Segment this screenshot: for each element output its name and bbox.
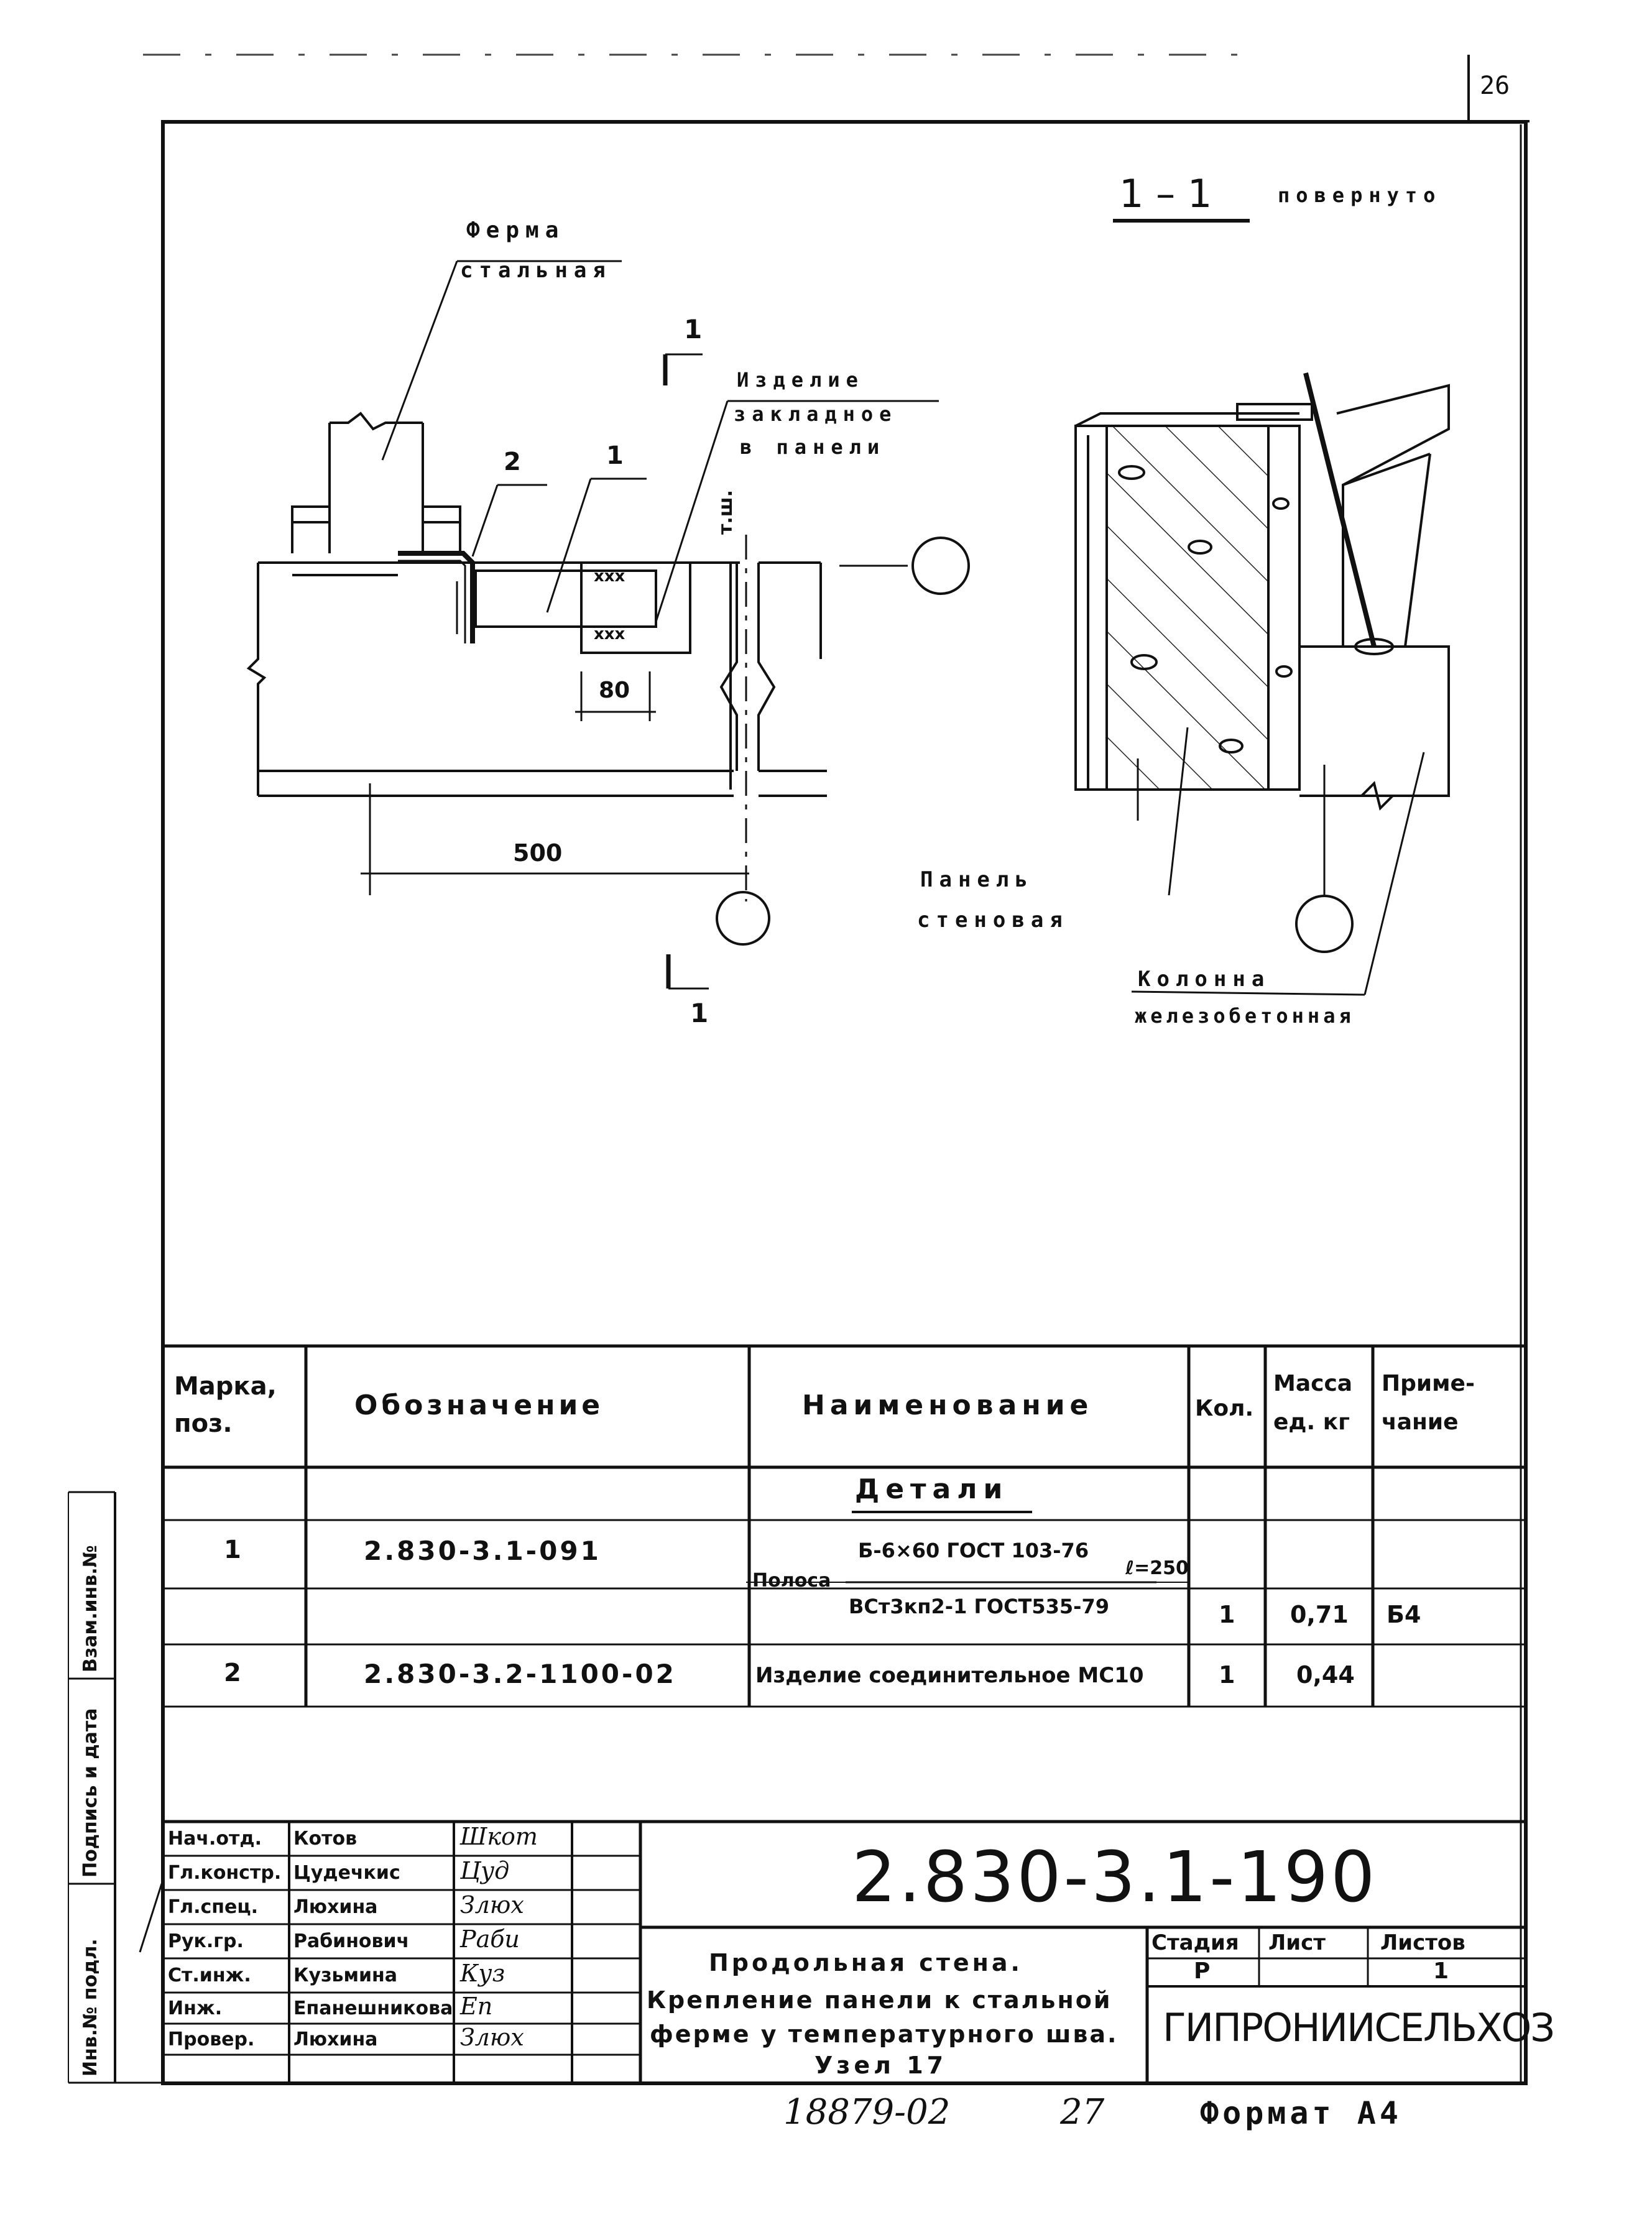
role-signature: Еп [460,1993,493,2020]
title-line-1: Продольная стена. [709,1949,1023,1976]
label-embed1: Изделие [737,368,864,392]
row1-name-top: Б-6×60 ГОСТ 103-76 [858,1539,1089,1562]
section-cut-bottom: 1 [690,998,709,1028]
role-signature: Злюх [460,2024,524,2051]
row2-qty: 1 [1219,1661,1235,1689]
header-name: Наименование [802,1390,1094,1421]
section-mark: 1 – 1 [1119,171,1212,216]
role-label: Гл.спец. [168,1896,258,1918]
footer-page: 27 [1060,2092,1105,2132]
row1-name-bottom: ВСт3кп2-1 ГОСТ535-79 [849,1595,1109,1618]
label-temp-joint: т.ш. [715,489,737,535]
role-person-name: Котов [293,1828,358,1850]
stamp-original-inv: Инв.№ подл. [80,1938,101,2076]
header-mass: Масса ед. кг [1273,1371,1353,1435]
spec-table-grid [163,1344,1526,1708]
sheet-label: Лист [1268,1930,1326,1955]
stamp-signature-date: Подпись и дата [80,1708,101,1878]
label-truss: Ферма [466,218,565,243]
label-embed2: закладное [734,402,898,426]
header-mark: Марка, поз. [174,1372,277,1438]
role-label: Нач.отд. [168,1828,262,1850]
role-label: Провер. [168,2029,255,2050]
label-column1: Колонна [1138,967,1271,992]
role-label: Гл.констр. [168,1862,282,1884]
role-signature: Шкот [460,1823,538,1850]
label-panel1: Панель [920,867,1034,892]
group-title-underline [852,1511,1032,1513]
label-pos1: 1 [606,441,624,470]
stage-label: Стадия [1151,1930,1239,1955]
title-block-grid [163,1820,1526,2083]
role-person-name: Цудечкис [293,1862,400,1884]
title-line-2: Крепление панели к стальной [647,1986,1112,2014]
footer-code: 18879-02 [783,2092,951,2132]
row1-designation: 2.830-3.1-091 [364,1536,601,1566]
role-signature: Злюх [460,1891,524,1919]
label-embed3: в панели [740,435,886,459]
label-pos2: 2 [504,448,521,476]
organization-name: ГИПРОНИИСЕЛЬХОЗ [1163,2005,1555,2050]
header-designation: Обозначение [354,1390,604,1421]
row1-qty: 1 [1219,1601,1235,1628]
plan-detail [246,260,970,990]
role-person-name: Кузьмина [293,1965,397,1986]
role-label: Инж. [168,1998,223,2019]
section-detail [1074,372,1450,996]
row2-designation: 2.830-3.2-1100-02 [364,1659,676,1689]
title-line-3: ферме у температурного шва. [650,2021,1119,2048]
section-note: повернуто [1278,183,1442,207]
role-person-name: Рабинович [293,1930,410,1952]
dimension-80: 80 [599,678,630,703]
role-signature: Раби [460,1925,520,1953]
document-code: 2.830-3.1-190 [852,1837,1378,1918]
stamp-replace-inv: Взам.инв.№ [80,1545,101,1672]
role-label: Ст.инж. [168,1965,251,1986]
side-stamp-grid [68,1491,163,2084]
sheet-number: 26 [1480,71,1510,100]
section-cut-top: 1 [684,314,703,344]
stage-value: Р [1194,1958,1211,1984]
label-column2: железобетонная [1135,1004,1355,1028]
drawing-frame [161,120,1528,2085]
title-line-4: Узел 17 [814,2052,948,2079]
role-person-name: Люхина [293,1896,378,1918]
row2-mass: 0,44 [1296,1661,1355,1689]
row1-length: ℓ=250 [1125,1557,1189,1579]
header-note: Приме- чание [1382,1371,1475,1435]
role-person-name: Люхина [293,2029,378,2050]
row1-name-prefix: Полоса [752,1570,831,1592]
role-signature: Куз [460,1960,505,1987]
label-weld-bottom: ххх [594,625,625,643]
role-signature: Цуд [460,1857,510,1884]
row1-note: Б4 [1387,1601,1421,1628]
row1-mass: 0,71 [1290,1601,1349,1628]
footer-format: Формат А4 [1200,2095,1402,2131]
row2-mark: 2 [224,1659,241,1687]
group-title: Детали [855,1473,1009,1505]
role-label: Рук.гр. [168,1930,244,1952]
label-weld-top: ххх [594,567,625,586]
row2-name: Изделие соединительное МС10 [755,1663,1144,1688]
label-truss2: стальная [460,258,612,283]
label-panel2: стеновая [917,908,1069,933]
role-person-name: Епанешникова [293,1998,453,2019]
row1-mark: 1 [224,1536,241,1564]
header-qty: Кол. [1195,1396,1254,1421]
dimension-500: 500 [513,839,563,867]
sheets-label: Листов [1380,1930,1465,1955]
sheets-value: 1 [1433,1958,1449,1984]
